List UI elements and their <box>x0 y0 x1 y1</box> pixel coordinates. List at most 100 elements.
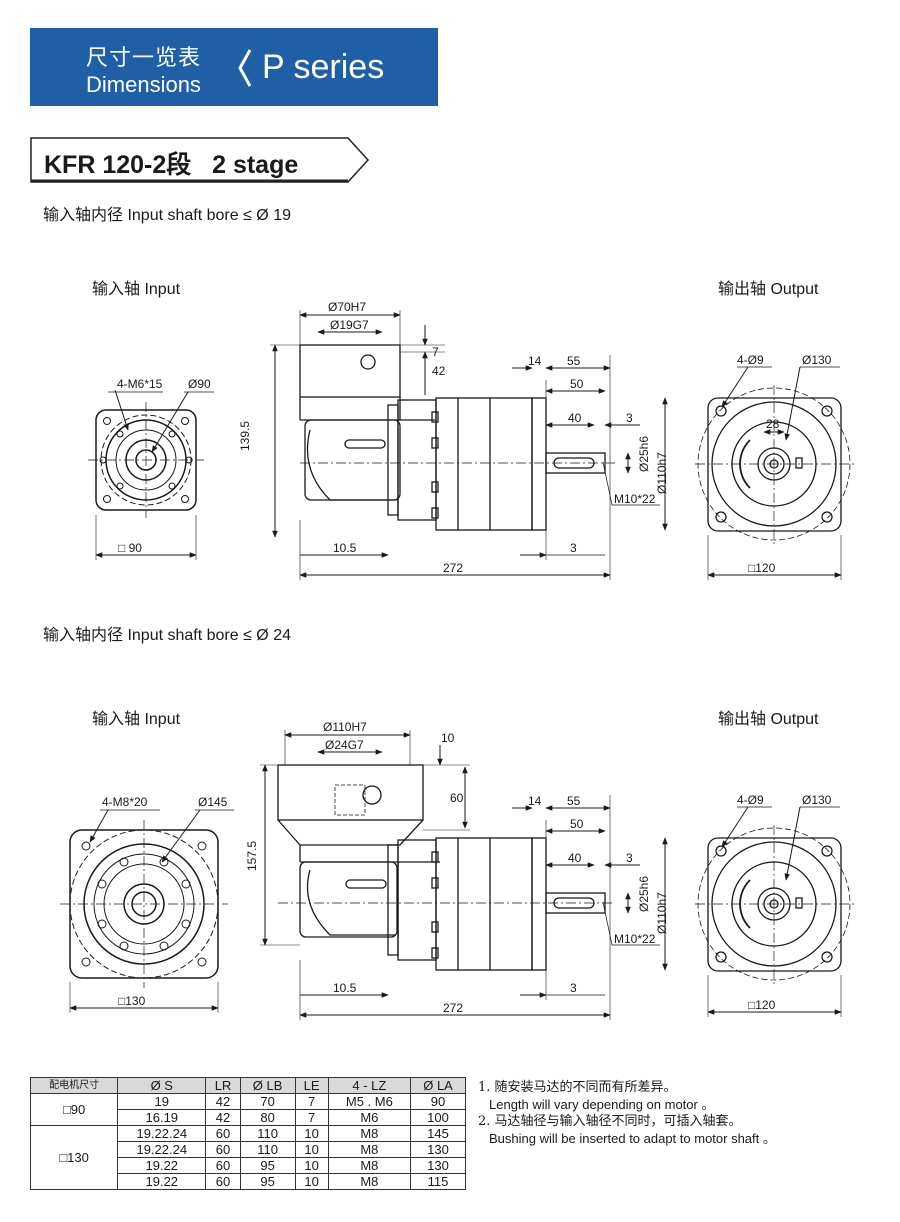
s2-output-view <box>695 825 855 985</box>
s1-d-b: Ø19G7 <box>330 318 369 332</box>
s1-out-holes: 4-Ø9 <box>737 353 764 367</box>
s1-len-50: 50 <box>570 377 584 391</box>
s1-leader-pcd <box>151 391 189 453</box>
s1-h-139: 139.5 <box>238 421 252 451</box>
s1-len-10: 10.5 <box>333 541 357 555</box>
table-row: 19.22 60 95 10 M8 115 <box>31 1173 466 1190</box>
table-row: □130 19.22.24 60 110 10 M8 145 <box>29 1125 466 1190</box>
section2-bore: 输入轴内径 Input shaft bore ≤ Ø 24 <box>43 627 291 644</box>
cell: 10 <box>294 1173 329 1190</box>
section1-output-label: 输出轴 Output <box>718 281 819 298</box>
cell: 7 <box>294 1109 329 1126</box>
note-2-cn: 2. 马达轴径与输入轴径不同时，可插入轴套。 <box>478 1114 742 1129</box>
model-tab: KFR 120-2段 2 stage <box>30 137 370 183</box>
cell: 19.22 <box>117 1173 207 1190</box>
note-2-en: Bushing will be inserted to adapt to mot… <box>489 1131 776 1146</box>
cell: M5 . M6 <box>327 1093 412 1110</box>
cell: 19.22.24 <box>117 1125 207 1142</box>
s2-d-b: Ø24G7 <box>325 738 364 752</box>
s2-h-139: 157.5 <box>245 841 259 871</box>
cell: 110 <box>239 1141 296 1158</box>
s1-side-view <box>299 344 606 531</box>
s1-in-pcd: Ø90 <box>188 377 211 391</box>
cell: 100 <box>410 1109 466 1126</box>
col-lb: Ø LB <box>239 1077 296 1094</box>
spec-table: 配电机尺寸 Ø S LR Ø LB LE 4 - LZ Ø LA □90 19 … <box>29 1077 466 1190</box>
s1-key: 28 <box>766 417 780 431</box>
cell: 19.22.24 <box>117 1141 207 1158</box>
section2-input-label: 输入轴 Input <box>92 711 181 728</box>
s2-total: 272 <box>443 1001 463 1015</box>
cell: 42 <box>205 1109 241 1126</box>
cell: M8 <box>327 1141 412 1158</box>
note-1-en: Length will vary depending on motor 。 <box>489 1097 715 1112</box>
notes: 1. 随安装马达的不同而有所差异。 Length will vary depen… <box>478 1079 776 1147</box>
header-banner: 尺寸一览表 Dimensions P series <box>30 28 438 106</box>
s2-input-view <box>60 820 228 988</box>
cell: 10 <box>294 1157 329 1174</box>
s1-d-a: Ø70H7 <box>328 300 366 314</box>
section1-bore: 输入轴内径 Input shaft bore ≤ Ø 19 <box>43 207 291 224</box>
header-series: P series <box>262 48 385 86</box>
s2-shaft: Ø25h6 <box>637 876 651 912</box>
s1-len-42: 42 <box>432 364 446 378</box>
s1-len-3b: 3 <box>570 541 577 555</box>
s1-total: 272 <box>443 561 463 575</box>
cell: 10 <box>294 1141 329 1158</box>
note-1-cn: 1. 随安装马达的不同而有所差异。 <box>478 1080 677 1095</box>
section1-input-label: 输入轴 Input <box>92 281 181 298</box>
cell: 130 <box>410 1141 466 1158</box>
s2-out-holes: 4-Ø9 <box>737 793 764 807</box>
cell: 7 <box>294 1093 329 1110</box>
cell: 16.19 <box>117 1109 207 1126</box>
s1-pilot: Ø110h7 <box>655 452 669 494</box>
s2-d-a: Ø110H7 <box>323 720 367 734</box>
cell: 70 <box>239 1093 296 1110</box>
cell: M8 <box>327 1125 412 1142</box>
header-title-cn: 尺寸一览表 <box>86 45 202 70</box>
s2-len-42: 60 <box>450 791 464 805</box>
section2-output-label: 输出轴 Output <box>718 711 819 728</box>
s2-len-10: 10.5 <box>333 981 357 995</box>
s2-tap: M10*22 <box>614 932 656 946</box>
chevron-left-icon <box>238 49 252 87</box>
s2-len-50: 50 <box>570 817 584 831</box>
s1-in-holes: 4-M6*15 <box>117 377 163 391</box>
col-s: Ø S <box>117 1077 207 1094</box>
cell: 90 <box>410 1093 466 1110</box>
cell: M8 <box>327 1157 412 1174</box>
s1-out-pcd: Ø130 <box>802 353 832 367</box>
s1-leader-holes <box>114 389 129 431</box>
model-title: KFR 120-2段 2 stage <box>44 151 299 179</box>
s2-side-view <box>277 764 606 971</box>
col-la: Ø LA <box>410 1077 466 1094</box>
tab-outline <box>30 137 370 183</box>
s2-out-pcd: Ø130 <box>802 793 832 807</box>
cell: 130 <box>410 1157 466 1174</box>
s1-input-view <box>88 402 204 518</box>
cell: M6 <box>327 1109 412 1126</box>
cell: 10 <box>294 1125 329 1142</box>
cell: M8 <box>327 1173 412 1190</box>
cell: 110 <box>239 1125 296 1142</box>
cell: 60 <box>205 1173 241 1190</box>
col-lr: LR <box>205 1077 241 1094</box>
s2-len-40: 40 <box>568 851 582 865</box>
s1-len-40: 40 <box>568 411 582 425</box>
s2-in-holes: 4-M8*20 <box>102 795 148 809</box>
col-motor-size: 配电机尺寸 <box>29 1077 119 1094</box>
s2-len-3: 3 <box>626 851 633 865</box>
s1-len-14: 14 <box>528 354 542 368</box>
header-title-en: Dimensions <box>86 72 201 97</box>
cell: 60 <box>205 1141 241 1158</box>
s2-len-3b: 3 <box>570 981 577 995</box>
cell: 60 <box>205 1125 241 1142</box>
s1-len-55: 55 <box>567 354 581 368</box>
s2-pilot: Ø110h7 <box>655 892 669 934</box>
cell: 115 <box>410 1173 466 1190</box>
s2-in-pcd: Ø145 <box>198 795 228 809</box>
s1-output-view <box>695 385 855 545</box>
s1-len-3: 3 <box>626 411 633 425</box>
table-header-row: 配电机尺寸 Ø S LR Ø LB LE 4 - LZ Ø LA <box>29 1077 466 1094</box>
